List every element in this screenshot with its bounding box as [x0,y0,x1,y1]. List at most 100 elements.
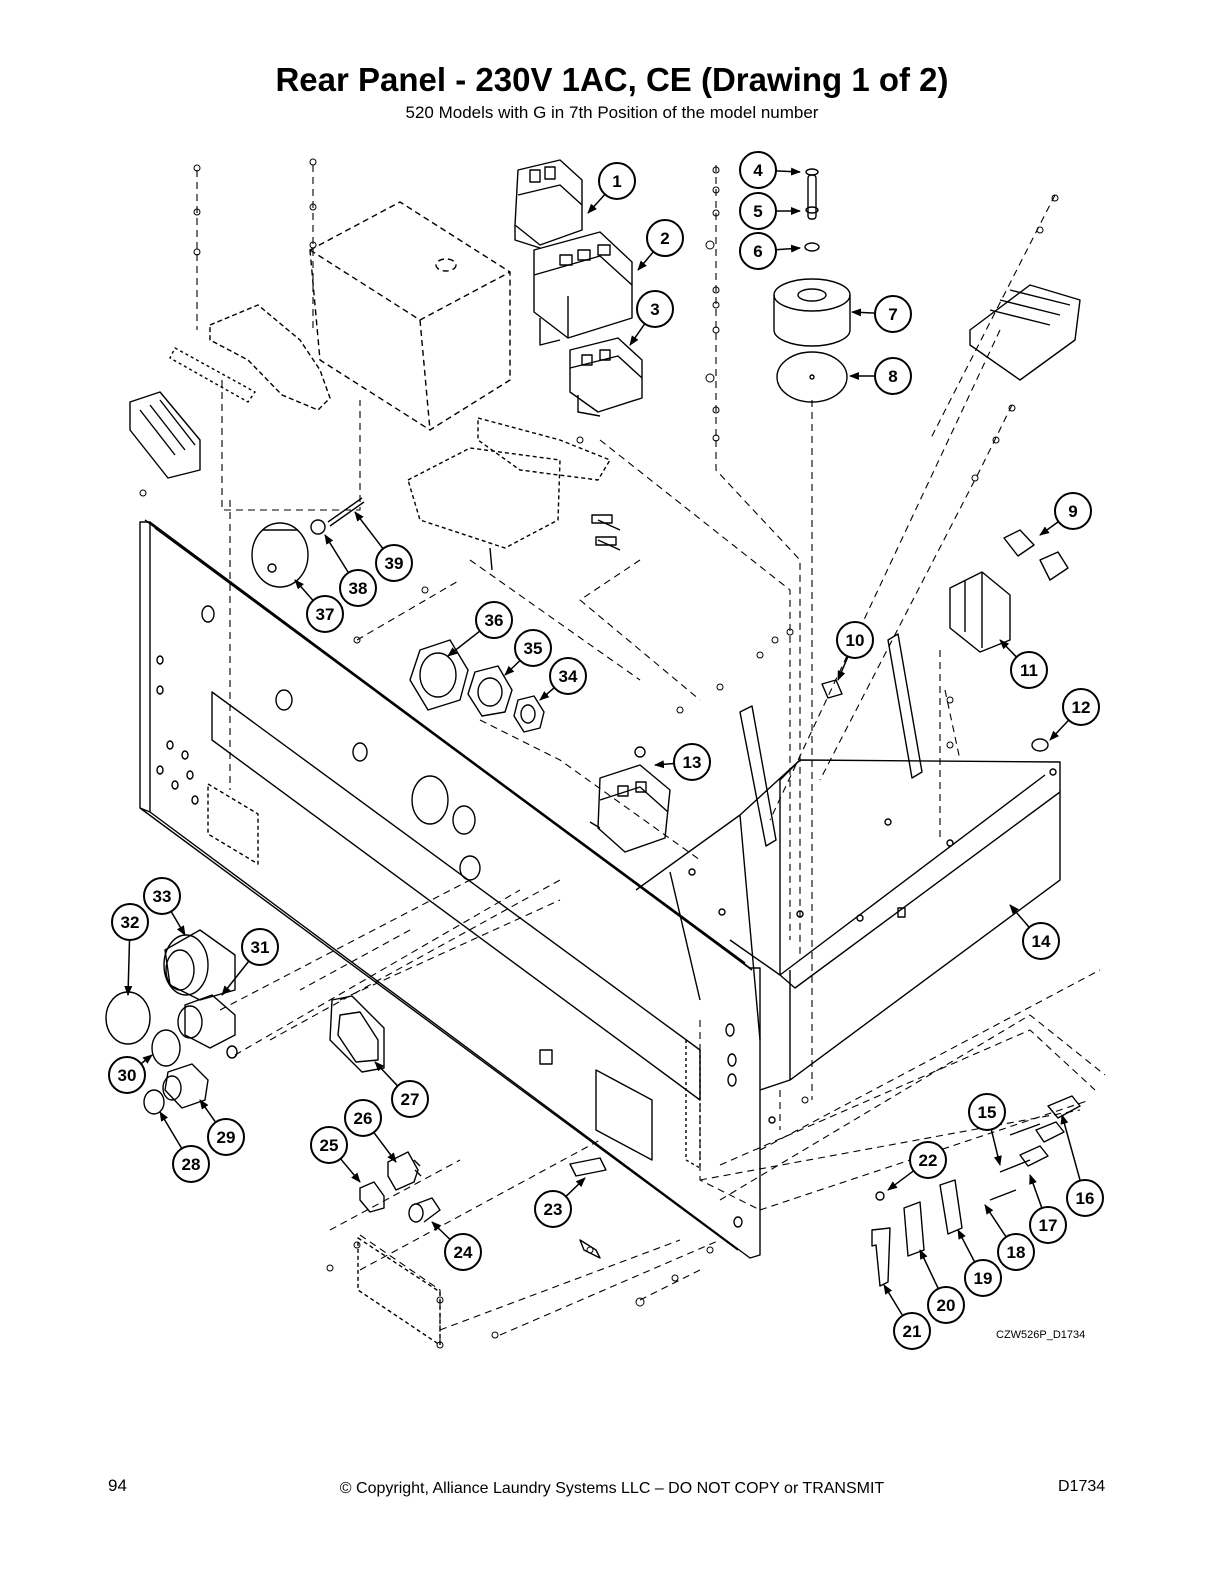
callout-bubble-16 [1066,1179,1104,1217]
callout-number-24: 24 [454,1243,473,1262]
callout-bubble-32 [111,903,149,941]
callout-number-7: 7 [888,305,897,324]
callout-leader-4 [775,167,801,176]
callout-number-1: 1 [612,172,621,191]
callout-bubble-20 [927,1286,965,1324]
callout-bubble-29 [207,1118,245,1156]
callout-bubble-4 [739,151,777,189]
callout-number-28: 28 [182,1155,201,1174]
callout-leader-7 [851,308,876,317]
relay-1 [514,159,583,249]
callout-leader-9 [1039,520,1059,536]
callout-leader-32 [124,939,133,996]
callout-bubble-2 [646,219,684,257]
callout-leader-3 [629,323,646,346]
callout-number-15: 15 [978,1103,997,1122]
fasteners [139,158,1059,1349]
cap-30 [151,1029,181,1067]
callout-leader-10 [837,656,849,681]
selector-switch-27 [329,995,385,1073]
dashed-leaders [196,165,1106,1345]
terminal-block-left [129,391,201,479]
callout-leader-13 [654,760,675,769]
shaft-39 [327,497,365,527]
copyright-notice: © Copyright, Alliance Laundry Systems LL… [339,1480,885,1497]
callout-bubble-5 [739,192,777,230]
breaker-11 [949,571,1011,653]
nut-34 [513,695,545,733]
callout-bubble-9 [1054,492,1092,530]
knob-37 [251,522,309,588]
callout-leader-14 [1009,904,1030,928]
terminal-block-right [969,284,1081,381]
capacitor-stack [773,168,851,403]
callout-number-20: 20 [937,1296,956,1315]
nut-35 [467,665,513,717]
callout-leader-12 [1049,719,1070,741]
callout-leader-31 [221,960,250,996]
callout-number-11: 11 [1020,661,1038,680]
callout-number-38: 38 [349,579,368,598]
grommet-12 [1031,738,1049,752]
callout-number-22: 22 [919,1151,938,1170]
callout-number-19: 19 [974,1269,993,1288]
callout-bubble-33 [143,877,181,915]
callout-number-23: 23 [544,1200,563,1219]
callout-bubble-23 [534,1190,572,1228]
callout-bubble-1 [598,162,636,200]
callout-number-8: 8 [888,367,897,386]
cover-plate [357,1237,601,1346]
callout-bubble-21 [893,1312,931,1350]
document-code: D1734 [1058,1478,1106,1495]
callout-number-6: 6 [753,242,762,261]
callout-leader-34 [539,687,555,701]
callout-bubble-28 [172,1145,210,1183]
clip-10 [821,679,843,699]
callout-leader-30 [140,1054,153,1065]
callout-bubble-17 [1029,1206,1067,1244]
nut-36 [409,639,469,711]
lamp-25 [359,1181,385,1213]
callout-number-33: 33 [153,887,172,906]
callout-bubble-37 [306,595,344,633]
callout-bubble-30 [108,1056,146,1094]
callout-number-10: 10 [846,631,865,650]
transformer-outline [309,201,511,431]
switch-26 [387,1151,422,1191]
callout-bubble-18 [997,1233,1035,1271]
relay-2 [533,231,633,346]
callout-number-17: 17 [1039,1216,1058,1235]
callout-leader-38 [324,534,350,574]
page-subtitle: 520 Models with G in 7th Position of the… [405,103,819,122]
callout-number-30: 30 [118,1066,137,1085]
callout-leader-23 [565,1177,586,1198]
callout-bubble-13 [673,743,711,781]
callout-number-18: 18 [1007,1243,1026,1262]
callout-leader-29 [199,1099,217,1123]
callout-bubble-39 [375,544,413,582]
callout-leader-33 [170,911,186,936]
gland-31 [177,994,236,1049]
callout-bubble-38 [339,569,377,607]
callout-number-29: 29 [217,1128,236,1147]
callout-bubble-6 [739,232,777,270]
callout-bubble-19 [964,1259,1002,1297]
callout-leader-18 [984,1204,1007,1238]
rear-panel-14 [139,519,1061,1259]
callout-bubble-11 [1010,651,1048,689]
contactor-13 [589,746,671,853]
callout-bubble-25 [310,1126,348,1164]
callout-number-21: 21 [903,1322,922,1341]
callout-leader-27 [374,1061,399,1087]
washer-38 [310,519,326,535]
page-number: 94 [108,1476,127,1495]
callout-leader-39 [354,511,384,550]
callout-number-36: 36 [485,611,504,630]
callout-number-2: 2 [660,229,669,248]
callout-leader-2 [637,251,654,271]
callout-bubble-27 [391,1080,429,1118]
callout-leader-26 [373,1131,397,1163]
callout-bubble-36 [475,601,513,639]
callout-number-3: 3 [650,300,659,319]
callout-number-25: 25 [320,1136,339,1155]
